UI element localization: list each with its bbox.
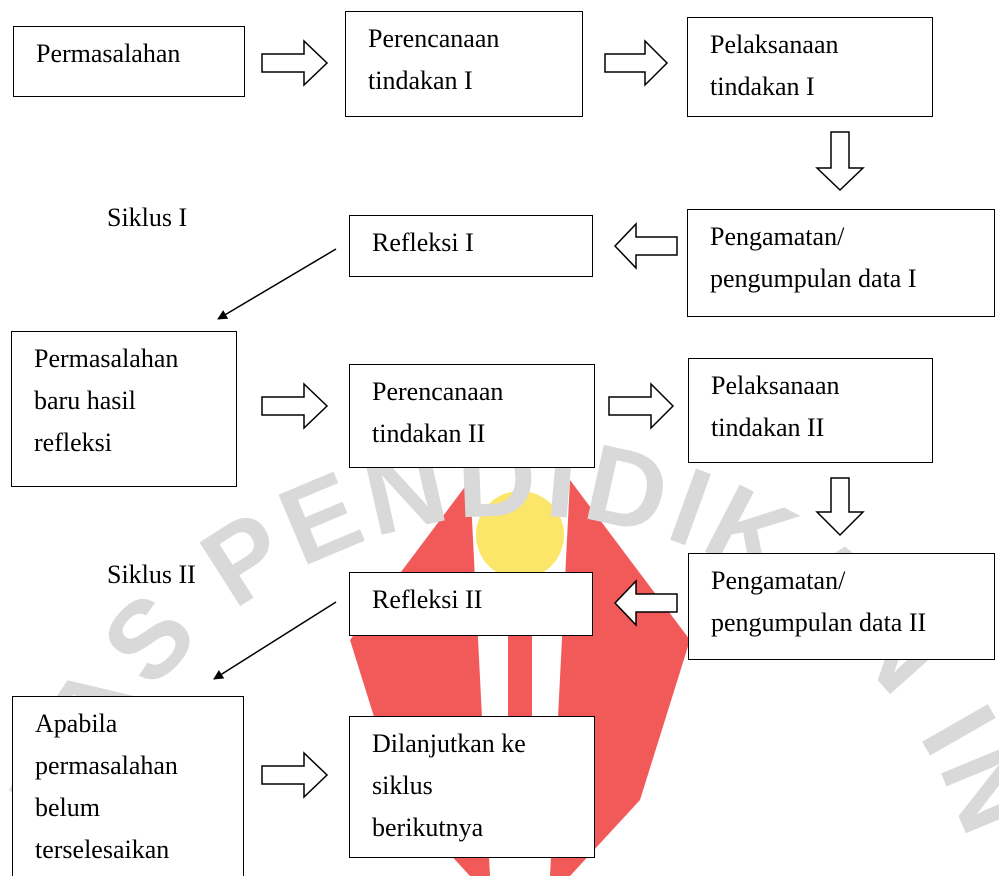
new-problem-line-1: Permasalahan [34,344,179,373]
reflection-2-box: Refleksi II [349,572,593,636]
observation-2-line-1: Pengamatan/ [711,566,846,595]
action-1-line-2: tindakan I [710,72,815,101]
new-problem-box: Permasalahan baru hasil refleksi [11,331,237,487]
watermark-logo-sun [476,491,564,579]
reflection-1-box: Refleksi I [349,215,593,277]
planning-2-line-2: tindakan II [372,419,486,448]
action-2-line-2: tindakan II [711,413,825,442]
planning-2-line-1: Perencanaan [372,377,504,406]
observation-2-line-2: pengumpulan data II [711,608,927,637]
unresolved-line-3: belum [35,793,100,822]
action-2-box: Pelaksanaan tindakan II [688,358,933,463]
observation-1-box: Pengamatan/ pengumpulan data I [687,209,995,317]
cycle-1-label: Siklus I [107,203,188,232]
observation-1-line-1: Pengamatan/ [710,222,845,251]
next-cycle-line-3: berikutnya [372,813,484,842]
observation-2-box: Pengamatan/ pengumpulan data II [688,553,995,660]
reflection-2-text: Refleksi II [372,585,483,614]
observation-1-line-2: pengumpulan data I [710,264,917,293]
planning-1-line-1: Perencanaan [368,24,500,53]
new-problem-line-2: baru hasil [34,386,136,415]
action-1-box: Pelaksanaan tindakan I [687,17,933,117]
reflection-1-text: Refleksi I [372,228,474,257]
next-cycle-line-2: siklus [372,771,433,800]
unresolved-condition-box: Apabila permasalahan belum terselesaikan [12,696,244,876]
unresolved-line-4: terselesaikan [35,835,170,864]
next-cycle-line-1: Dilanjutkan ke [372,729,526,758]
new-problem-line-3: refleksi [34,428,112,457]
cycle-2-label: Siklus II [107,560,196,589]
problem-text: Permasalahan [36,39,181,68]
next-cycle-box: Dilanjutkan ke siklus berikutnya [349,716,595,858]
planning-2-box: Perencanaan tindakan II [349,364,595,468]
problem-box: Permasalahan [13,26,245,97]
unresolved-line-2: permasalahan [35,751,178,780]
planning-1-box: Perencanaan tindakan I [345,11,583,117]
action-1-line-1: Pelaksanaan [710,30,839,59]
unresolved-line-1: Apabila [35,709,118,738]
planning-1-line-2: tindakan I [368,66,473,95]
action-2-line-1: Pelaksanaan [711,371,840,400]
